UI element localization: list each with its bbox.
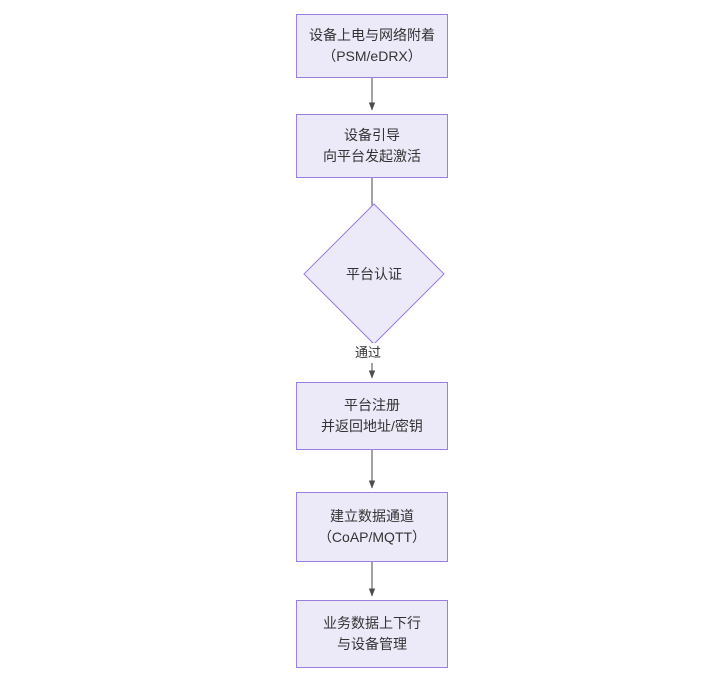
flow-node-power-on-line-2: （PSM/eDRX） — [322, 48, 422, 64]
flow-node-bootstrap[interactable]: 设备引导 向平台发起激活 — [296, 114, 448, 178]
edge-label-pass: 通过 — [352, 343, 385, 363]
flow-node-bootstrap-line-2: 向平台发起激活 — [323, 148, 421, 164]
flow-node-channel[interactable]: 建立数据通道 （CoAP/MQTT） — [296, 492, 448, 562]
flow-node-data-mgmt-line-2: 与设备管理 — [337, 636, 407, 652]
flow-node-bootstrap-line-1: 设备引导 — [344, 127, 400, 143]
flow-node-auth-label: 平台认证 — [346, 265, 402, 282]
flow-node-register-line-2: 并返回地址/密钥 — [321, 418, 423, 434]
flow-node-power-on-line-1: 设备上电与网络附着 — [309, 27, 435, 43]
flow-node-power-on[interactable]: 设备上电与网络附着 （PSM/eDRX） — [296, 14, 448, 78]
flow-node-register-line-1: 平台注册 — [344, 397, 400, 413]
flow-node-channel-line-2: （CoAP/MQTT） — [317, 529, 427, 545]
flow-node-register[interactable]: 平台注册 并返回地址/密钥 — [296, 382, 448, 450]
flow-node-data-mgmt[interactable]: 业务数据上下行 与设备管理 — [296, 600, 448, 668]
flow-node-auth-decision[interactable]: 平台认证 — [303, 203, 445, 345]
flow-node-data-mgmt-line-1: 业务数据上下行 — [323, 615, 421, 631]
flow-node-channel-line-1: 建立数据通道 — [330, 508, 414, 524]
